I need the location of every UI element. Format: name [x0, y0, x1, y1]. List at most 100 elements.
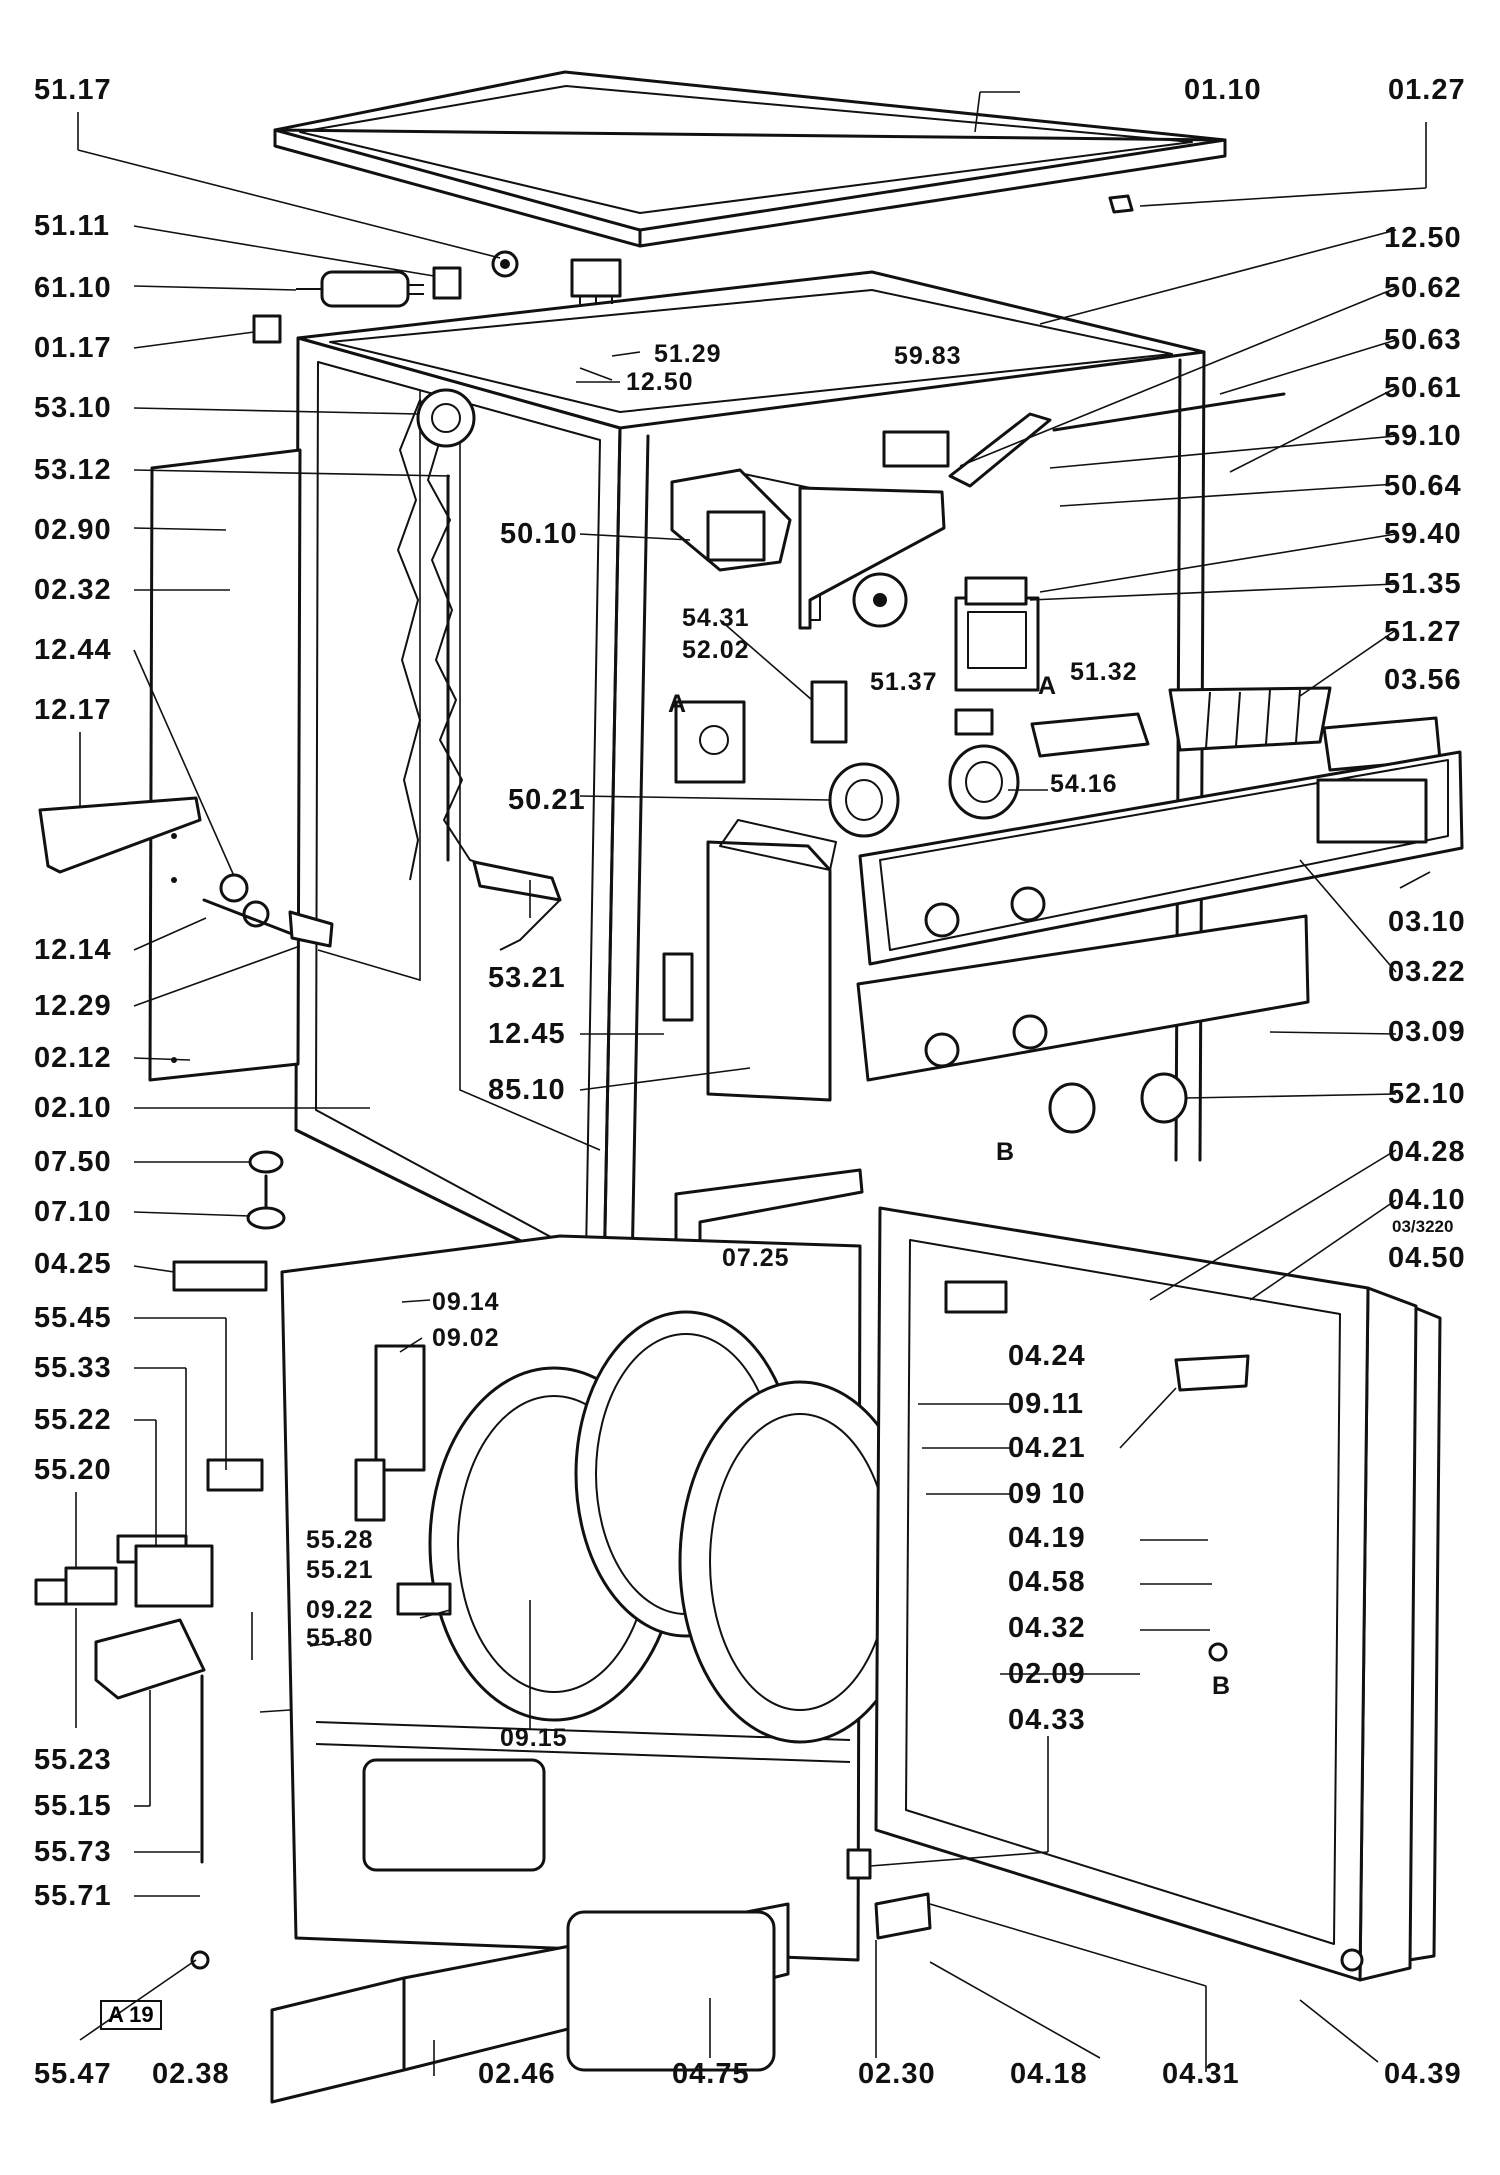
- label-04-18: 04.18: [1010, 2058, 1088, 2090]
- reference-box: A 19: [100, 2000, 162, 2030]
- label-55-45: 55.45: [34, 1302, 112, 1334]
- label-51-32: 51.32: [1070, 658, 1138, 686]
- label-01-27: 01.27: [1388, 74, 1466, 106]
- label-02-46: 02.46: [478, 2058, 556, 2090]
- label-09-22: 09.22: [306, 1596, 374, 1624]
- label-50-61: 50.61: [1384, 372, 1462, 404]
- label-55-71: 55.71: [34, 1880, 112, 1912]
- label-01-17: 01.17: [34, 332, 112, 364]
- label-12-50-mid: 12.50: [626, 368, 694, 396]
- label-04-50: 04.50: [1388, 1242, 1466, 1274]
- foot-07-10: [246, 1206, 286, 1230]
- hinge-09-02: [374, 1344, 426, 1472]
- label-55-20: 55.20: [34, 1454, 112, 1486]
- label-85-10: 85.10: [488, 1074, 566, 1106]
- part-55-28: [354, 1458, 386, 1522]
- drive-bracket: [798, 486, 946, 630]
- label-02-32: 02.32: [34, 574, 112, 606]
- top-lid: [273, 70, 1227, 248]
- label-55-21: 55.21: [306, 1556, 374, 1584]
- timer-motor: [670, 468, 821, 621]
- label-04-31: 04.31: [1162, 2058, 1240, 2090]
- label-02-38: 02.38: [152, 2058, 230, 2090]
- control-module: [954, 576, 1040, 692]
- label-09-15: 09.15: [500, 1724, 568, 1752]
- label-55-22: 55.22: [34, 1404, 112, 1436]
- clip-04-33: [846, 1848, 872, 1880]
- label-12-45: 12.45: [488, 1018, 566, 1050]
- foot-07-50: [248, 1150, 284, 1174]
- label-02-12: 02.12: [34, 1042, 112, 1074]
- label-b-top: B: [996, 1138, 1016, 1166]
- label-55-47: 55.47: [34, 2058, 112, 2090]
- label-03-10: 03.10: [1388, 906, 1466, 938]
- label-51-29: 51.29: [654, 340, 722, 368]
- label-55-80: 55.80: [306, 1624, 374, 1652]
- label-04-75: 04.75: [672, 2058, 750, 2090]
- terminal-51-11: [432, 266, 462, 300]
- capacitor-61-10: [296, 270, 424, 308]
- label-50-10: 50.10: [500, 518, 578, 550]
- label-09-11: 09.11: [1008, 1388, 1084, 1420]
- label-50-63: 50.63: [1384, 324, 1462, 356]
- label-04-39: 04.39: [1384, 2058, 1462, 2090]
- filter-cover-04-75: [566, 1910, 776, 2072]
- label-53-12: 53.12: [34, 454, 112, 486]
- module-85-10: [706, 819, 837, 1102]
- label-53-10: 53.10: [34, 392, 112, 424]
- label-07-50: 07.50: [34, 1146, 112, 1178]
- clip-01-27: [1108, 194, 1134, 214]
- leader-lines: [75, 91, 1431, 2076]
- label-50-62: 50.62: [1384, 272, 1462, 304]
- label-55-15: 55.15: [34, 1790, 112, 1822]
- switch-assembly: [674, 680, 1020, 838]
- label-01-10: 01.10: [1184, 74, 1262, 106]
- label-55-33: 55.33: [34, 1352, 112, 1384]
- label-50-21: 50.21: [508, 784, 586, 816]
- label-04-24: 04.24: [1008, 1340, 1086, 1372]
- lock-04-25: [172, 1260, 268, 1292]
- label-51-27: 51.27: [1384, 616, 1462, 648]
- label-09-14: 09.14: [432, 1288, 500, 1316]
- label-59-40: 59.40: [1384, 518, 1462, 550]
- door: [874, 1206, 1442, 1982]
- bracket-01-17: [252, 314, 282, 344]
- label-61-10: 61.10: [34, 272, 112, 304]
- label-52-02: 52.02: [682, 636, 750, 664]
- label-04-19: 04.19: [1008, 1522, 1086, 1554]
- label-02-10: 02.10: [34, 1092, 112, 1124]
- label-51-11: 51.11: [34, 210, 110, 242]
- label-03-22: 03.22: [1388, 956, 1466, 988]
- label-a-left: A: [668, 690, 688, 718]
- label-04-25: 04.25: [34, 1248, 112, 1280]
- part-51-32: [1030, 712, 1150, 758]
- cutaway-edge: [419, 399, 561, 951]
- label-55-73: 55.73: [34, 1836, 112, 1868]
- label-04-28: 04.28: [1388, 1136, 1466, 1168]
- clip-12-29: [288, 910, 334, 948]
- label-12-50-top: 12.50: [1384, 222, 1462, 254]
- label-04-32: 04.32: [1008, 1612, 1086, 1644]
- label-07-25: 07.25: [722, 1244, 790, 1272]
- label-03-56: 03.56: [1384, 664, 1462, 696]
- label-53-21: 53.21: [488, 962, 566, 994]
- control-panel: [858, 750, 1464, 966]
- label-09-02: 09.02: [432, 1324, 500, 1352]
- label-02-90: 02.90: [34, 514, 112, 546]
- bush-12-44: [219, 873, 249, 903]
- label-54-16: 54.16: [1050, 770, 1118, 798]
- door-ring: [428, 1310, 922, 1744]
- label-54-31: 54.31: [682, 604, 750, 632]
- label-04-10: 04.10: [1388, 1184, 1466, 1216]
- rod-50-63: [1052, 392, 1286, 432]
- connector-59-83: [882, 430, 950, 468]
- label-09-10: 09 10: [1008, 1478, 1086, 1510]
- cabinet-frame: [294, 270, 1206, 1284]
- label-51-35: 51.35: [1384, 568, 1462, 600]
- label-03-3220: 03/3220: [1392, 1217, 1454, 1236]
- front-panel: [856, 914, 1310, 1082]
- label-12-44: 12.44: [34, 634, 112, 666]
- part-09-22: [396, 1582, 452, 1616]
